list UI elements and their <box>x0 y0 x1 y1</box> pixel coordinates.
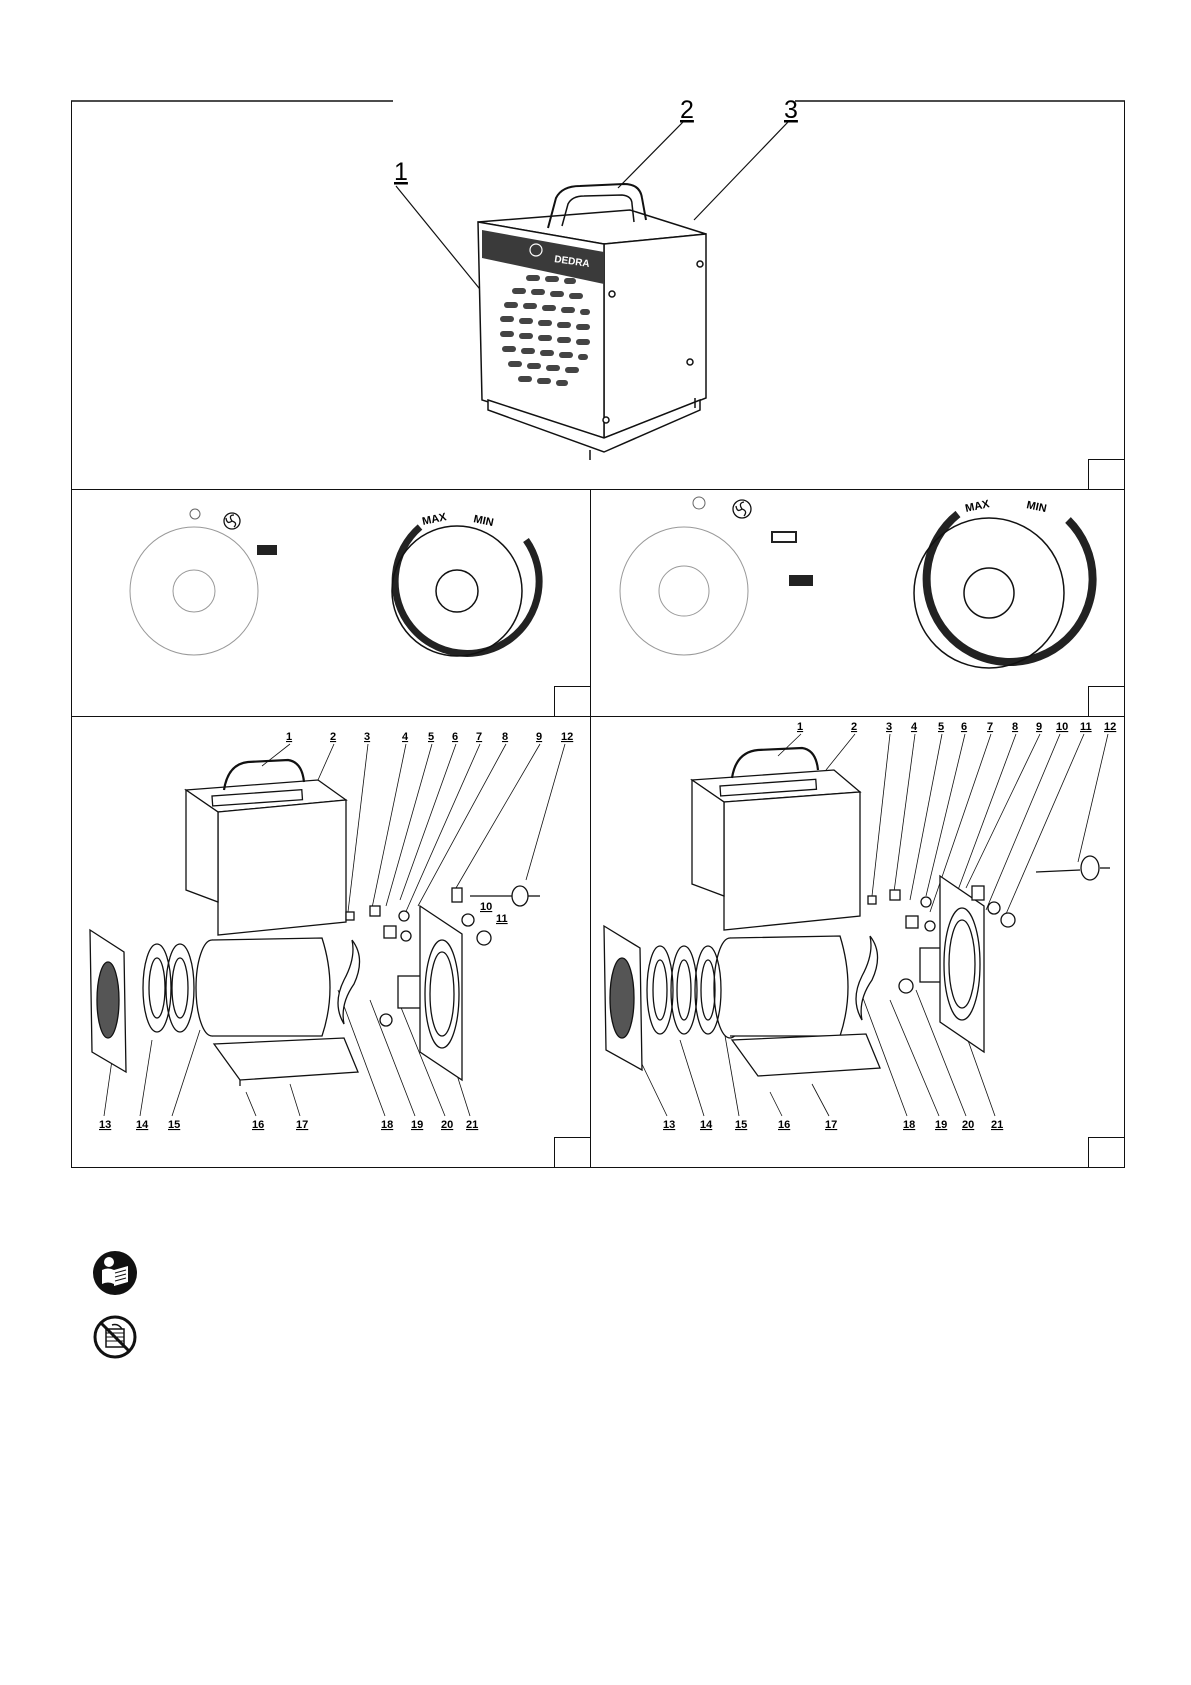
part-number: 10 <box>1056 721 1068 733</box>
part-number: 15 <box>735 1119 747 1131</box>
part-number: 13 <box>663 1119 675 1131</box>
part-number: 6 <box>961 721 967 733</box>
part-number: 19 <box>935 1119 947 1131</box>
part-number: 5 <box>938 721 944 733</box>
part-number: 20 <box>962 1119 974 1131</box>
read-manual-icon <box>92 1250 138 1296</box>
part-number: 21 <box>991 1119 1003 1131</box>
part-number: 18 <box>903 1119 915 1131</box>
part-number: 7 <box>987 721 993 733</box>
part-number: 9 <box>1036 721 1042 733</box>
part-number: 11 <box>1080 721 1092 733</box>
part-number: 16 <box>778 1119 790 1131</box>
part-number: 8 <box>1012 721 1018 733</box>
part-number: 17 <box>825 1119 837 1131</box>
part-number: 3 <box>886 721 892 733</box>
do-not-cover-icon <box>92 1314 138 1360</box>
part-number: 2 <box>851 721 857 733</box>
part-number: 12 <box>1104 721 1116 733</box>
part-number: 4 <box>911 721 918 733</box>
part-number: 1 <box>797 721 803 733</box>
part-number: 14 <box>700 1119 713 1131</box>
